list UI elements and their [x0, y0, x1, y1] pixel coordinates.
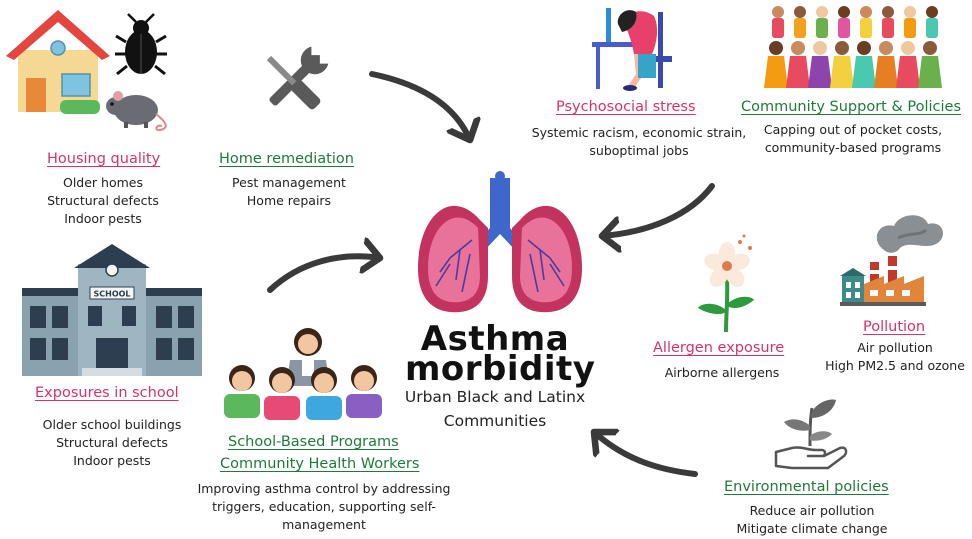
arrow-programs — [267, 256, 380, 293]
programs-line: triggers, education, supporting self- — [212, 499, 436, 514]
flower-icon — [698, 234, 754, 333]
center-subtitle-line1: Urban Black and Latinx — [404, 388, 586, 406]
arrow-remediation — [369, 71, 470, 140]
house-icon — [6, 10, 110, 114]
housing-line: Indoor pests — [64, 211, 142, 226]
programs-line: Improving asthma control by addressing — [197, 481, 451, 496]
arrow-community — [602, 183, 715, 236]
plant-hand-icon — [774, 399, 848, 470]
allergen-line: Airborne allergens — [664, 365, 780, 380]
remediation-line: Pest management — [232, 175, 346, 190]
center-subtitle-line2: Communities — [443, 412, 547, 430]
housing-heading: Housing quality — [47, 151, 161, 167]
tools-icon — [266, 46, 329, 110]
housing-body: Older homes Structural defects Indoor pe… — [28, 174, 178, 228]
lungs-icon — [418, 171, 582, 313]
school-heading: Exposures in school — [35, 385, 179, 401]
pollution-body: Air pollution High PM2.5 and ozone — [822, 339, 968, 375]
psychosocial-line: Systemic racism, economic strain, — [531, 125, 747, 140]
teacher-children-icon — [224, 328, 382, 420]
housing-line: Structural defects — [47, 193, 159, 208]
mouse-icon — [106, 91, 167, 132]
school-sign: SCHOOL — [93, 290, 130, 299]
center-title-line2: morbidity — [405, 349, 596, 389]
psychosocial-line: suboptimal jobs — [589, 143, 689, 158]
community-line: Capping out of pocket costs, — [763, 122, 943, 137]
envpolicy-line: Reduce air pollution — [749, 503, 875, 518]
arrow-envpolicy — [594, 432, 698, 477]
school-line: Structural defects — [56, 435, 168, 450]
community-line: community-based programs — [764, 140, 942, 155]
envpolicy-body: Reduce air pollution Mitigate climate ch… — [722, 502, 902, 538]
envpolicy-heading: Environmental policies — [724, 479, 889, 495]
community-heading: Community Support & Policies — [741, 99, 962, 115]
school-icon: SCHOOL — [22, 244, 202, 376]
pollution-heading: Pollution — [863, 319, 926, 335]
crowd-icon — [764, 6, 942, 88]
factory-icon — [840, 215, 943, 306]
remediation-body: Pest management Home repairs — [214, 174, 364, 210]
envpolicy-line: Mitigate climate change — [736, 521, 888, 536]
programs-body: Improving asthma control by addressing t… — [184, 480, 464, 534]
allergen-body: Airborne allergens — [650, 364, 794, 382]
pollution-line: High PM2.5 and ozone — [825, 358, 965, 373]
remediation-line: Home repairs — [246, 193, 332, 208]
programs-heading-line1: School-Based Programs — [228, 434, 399, 450]
psychosocial-heading: Psychosocial stress — [556, 99, 696, 115]
school-body: Older school buildings Structural defect… — [32, 416, 192, 470]
psychosocial-body: Systemic racism, economic strain, subopt… — [526, 124, 752, 160]
stressed-person-icon — [592, 8, 672, 91]
pollution-line: Air pollution — [857, 340, 933, 355]
school-line: Indoor pests — [73, 453, 151, 468]
community-body: Capping out of pocket costs, community-b… — [746, 121, 960, 157]
center-title-line1: Asthma — [420, 319, 570, 359]
housing-line: Older homes — [63, 175, 143, 190]
programs-heading-line2: Community Health Workers — [220, 456, 420, 472]
school-line: Older school buildings — [42, 417, 182, 432]
bug-icon — [115, 13, 167, 76]
remediation-heading: Home remediation — [219, 151, 354, 167]
programs-line: management — [282, 517, 366, 532]
allergen-heading: Allergen exposure — [653, 340, 785, 356]
